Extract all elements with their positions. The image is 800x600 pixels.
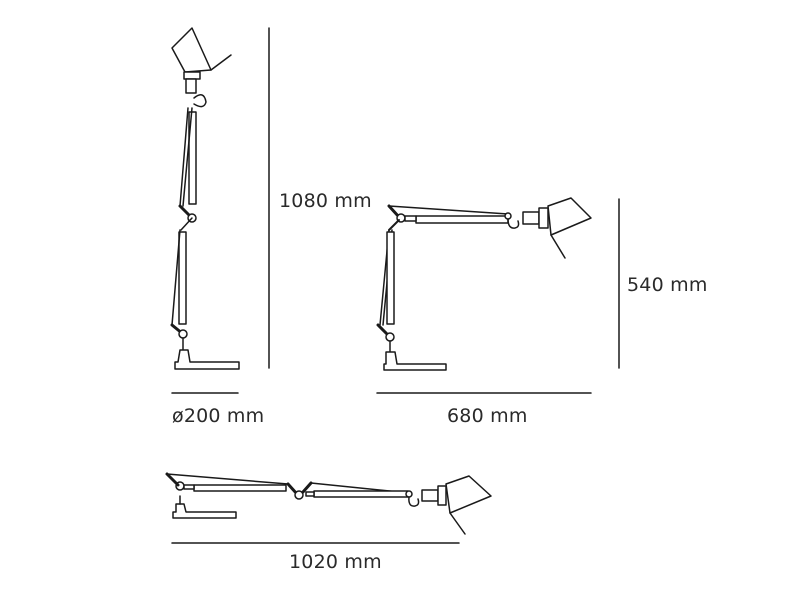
reach-max-label: 1020 mm: [289, 551, 382, 573]
lamp-shade-icon: [171, 27, 212, 73]
lamp-bent-view: [376, 197, 592, 371]
height-bent-label: 540 mm: [627, 274, 708, 296]
lamp-base-icon: [383, 351, 447, 371]
lamp-shade-icon: [547, 197, 592, 236]
lamp-horizontal-view: [165, 472, 492, 535]
base-joint-icon: [178, 329, 188, 339]
lamp-base-icon: [172, 503, 237, 519]
height-max-label: 1080 mm: [279, 190, 372, 212]
lamp-vertical-view: [170, 27, 240, 370]
lamp-shade-icon: [445, 475, 492, 514]
lamp-base-icon: [174, 349, 240, 370]
reach-bent-label: 680 mm: [447, 405, 528, 427]
base-diameter-label: ø200 mm: [172, 405, 265, 427]
